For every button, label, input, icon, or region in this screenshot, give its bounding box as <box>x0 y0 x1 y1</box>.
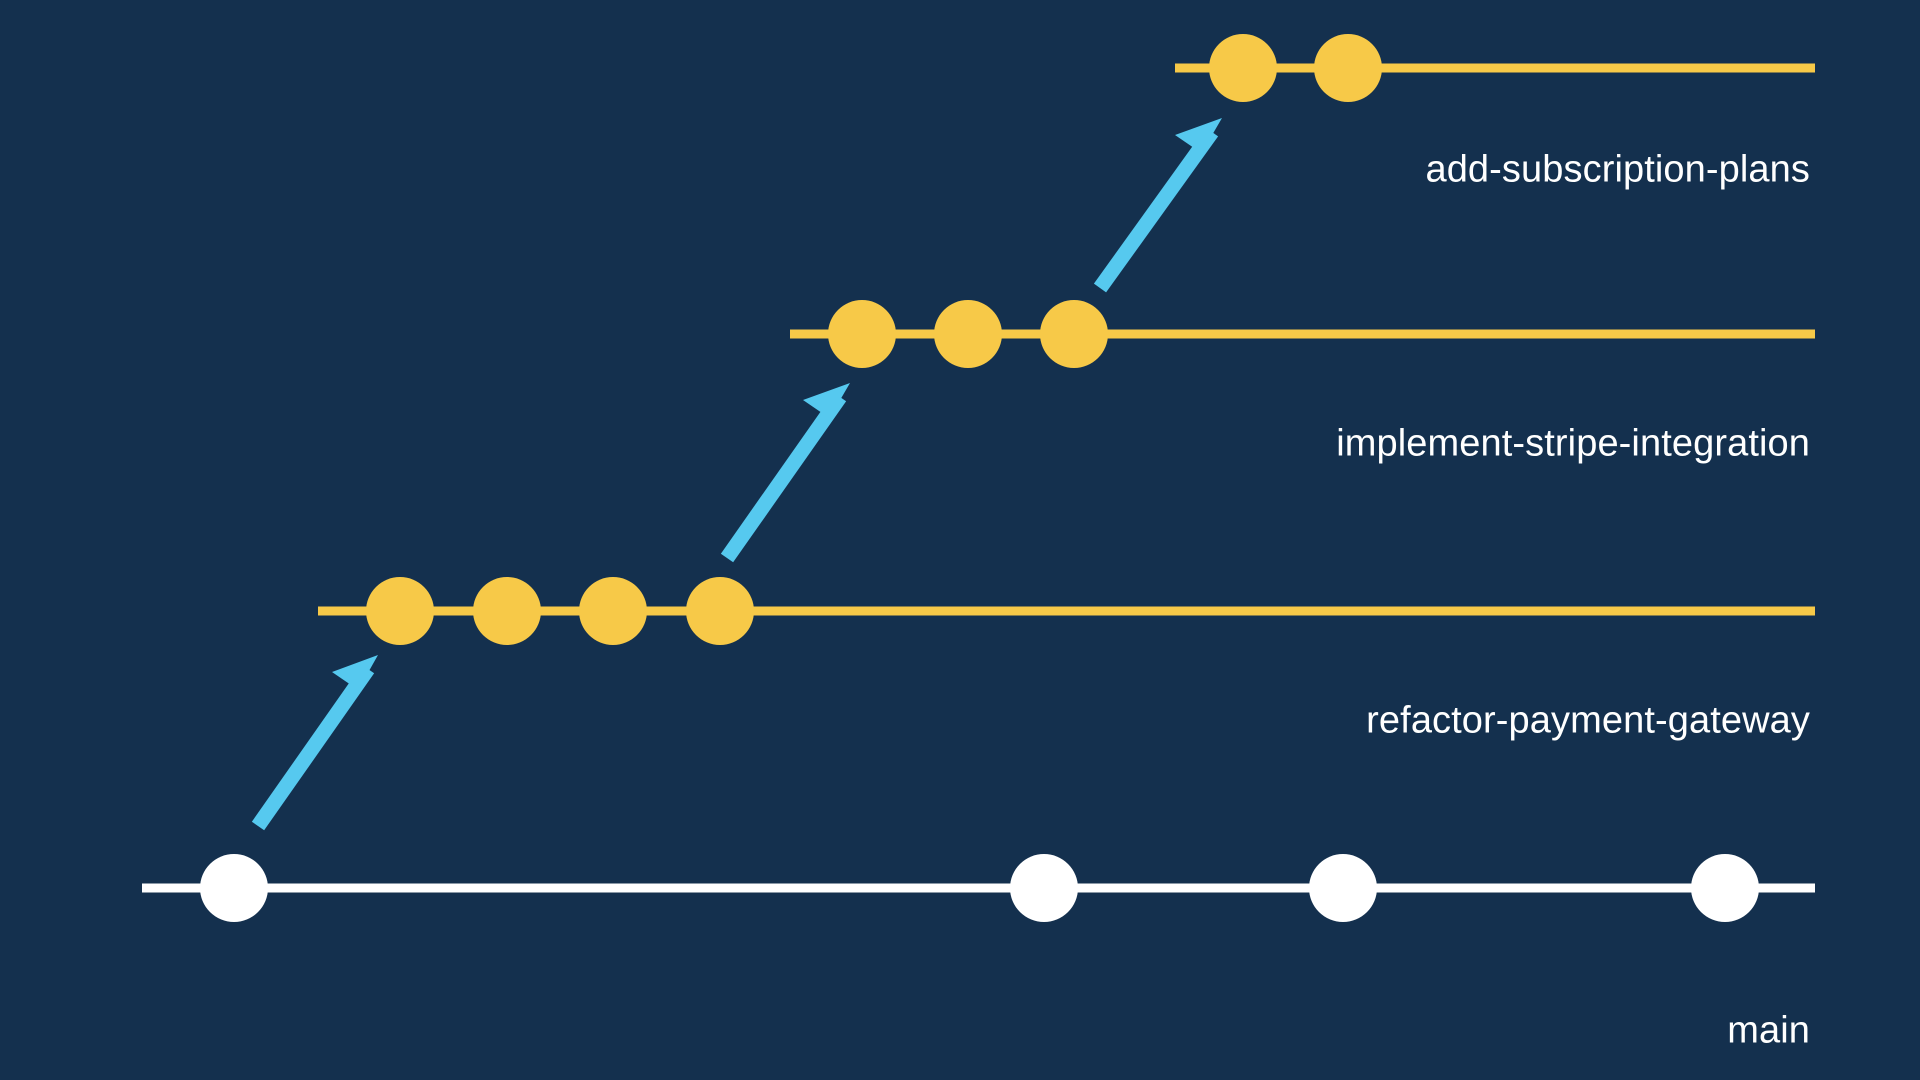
branch-label-add-subscription-plans: add-subscription-plans <box>1425 148 1810 191</box>
commit-node[interactable] <box>579 577 647 645</box>
commit-node[interactable] <box>200 854 268 922</box>
commit-node[interactable] <box>1309 854 1377 922</box>
commit-node[interactable] <box>686 577 754 645</box>
commit-node[interactable] <box>473 577 541 645</box>
commit-node[interactable] <box>1010 854 1078 922</box>
commits-implement-stripe-integration <box>828 300 1108 368</box>
branch-arrow-main-to-refactor-payment-gateway <box>251 655 378 831</box>
branch-arrow-refactor-to-implement-stripe-integration <box>720 383 850 563</box>
commit-node[interactable] <box>1314 34 1382 102</box>
commit-node[interactable] <box>366 577 434 645</box>
branch-label-refactor-payment-gateway: refactor-payment-gateway <box>1366 699 1810 742</box>
commit-node[interactable] <box>828 300 896 368</box>
branch-label-implement-stripe-integration: implement-stripe-integration <box>1336 422 1810 465</box>
commits-refactor-payment-gateway <box>366 577 754 645</box>
branch-arrow-implement-stripe-to-add-subscription-plans <box>1093 118 1222 293</box>
commit-node[interactable] <box>1209 34 1277 102</box>
branch-arrows <box>251 118 1222 831</box>
commit-node[interactable] <box>934 300 1002 368</box>
commits-main <box>200 854 1759 922</box>
commit-node[interactable] <box>1691 854 1759 922</box>
commit-node[interactable] <box>1040 300 1108 368</box>
branch-label-main: main <box>1727 1009 1810 1052</box>
commits-add-subscription-plans <box>1209 34 1382 102</box>
